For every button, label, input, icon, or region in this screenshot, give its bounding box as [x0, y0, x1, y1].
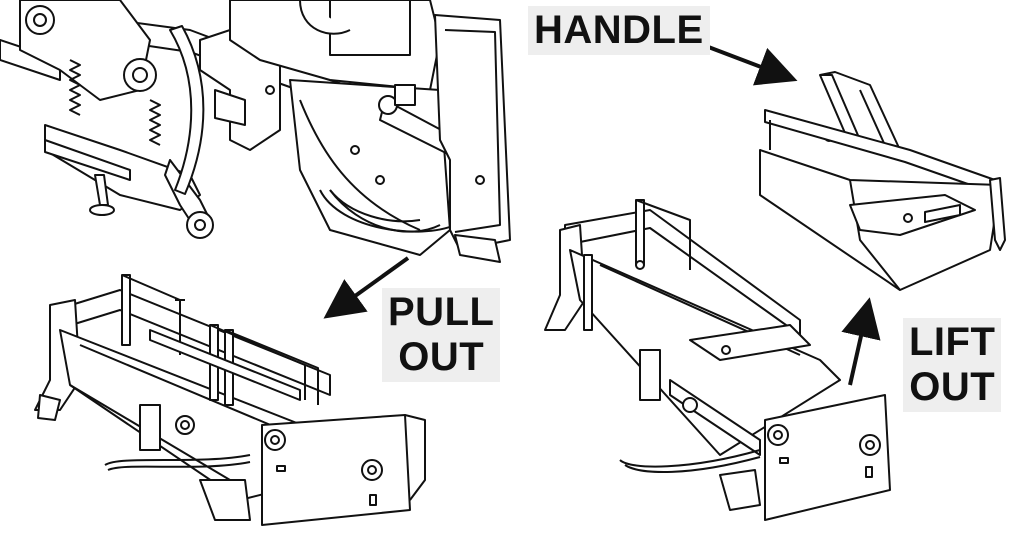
handle-label-text: HANDLE [534, 8, 704, 52]
pull-out-label-line1: PULL [388, 290, 495, 334]
hopper-assembly [759, 71, 1006, 291]
lift-out-arrow [841, 297, 881, 386]
handle-label: HANDLE [528, 6, 710, 55]
lift-out-label: LIFT OUT [903, 318, 1002, 412]
machine-assembly [0, 0, 511, 263]
pull-out-label-line2: OUT [398, 334, 485, 379]
tray-assembly-right [544, 199, 891, 521]
pull-out-arrow [323, 256, 410, 319]
pull-out-label: PULL OUT [382, 288, 501, 382]
lift-out-label-line1: LIFT [909, 320, 996, 364]
spring-right [149, 99, 161, 146]
lift-out-label-line2: OUT [909, 364, 996, 409]
spring-left [69, 59, 81, 116]
tray-assembly-left [34, 274, 426, 526]
